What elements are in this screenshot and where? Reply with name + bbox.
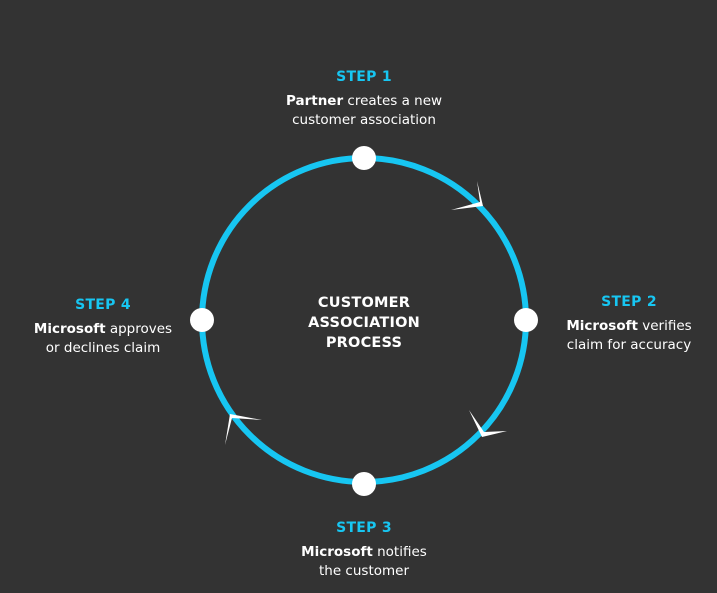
step-2: STEP 2 Microsoft verifies claim for accu… <box>560 293 698 355</box>
step-description-line: Microsoft notifies <box>274 543 454 562</box>
step-description: Microsoft notifies the customer <box>274 543 454 581</box>
step-title: STEP 4 <box>75 297 131 313</box>
step-description: Microsoft verifies claim for accuracy <box>560 317 698 355</box>
step-description-line: Microsoft verifies <box>560 317 698 336</box>
step-description-line: Partner creates a new <box>264 92 464 111</box>
step-description-line: customer association <box>292 112 436 128</box>
step-action: notifies <box>372 544 427 560</box>
step-3: STEP 3 Microsoft notifies the customer <box>274 519 454 581</box>
step-description: Partner creates a new customer associati… <box>264 92 464 130</box>
step-description-line: or declines claim <box>45 340 161 356</box>
step-title: STEP 3 <box>336 520 392 536</box>
step-description-line: claim for accuracy <box>566 337 692 353</box>
step-action: approves <box>105 321 173 337</box>
step-actor: Microsoft <box>33 321 106 337</box>
step-actor: Partner <box>285 93 344 109</box>
step-actor: Microsoft <box>566 318 638 334</box>
step-description-line: Microsoft approves <box>26 320 180 339</box>
step-title: STEP 2 <box>601 294 657 310</box>
step-description-line: the customer <box>318 563 410 579</box>
node-step-1 <box>352 146 376 170</box>
center-label: CUSTOMER ASSOCIATION PROCESS <box>284 293 444 353</box>
node-step-3 <box>352 472 376 496</box>
center-label-line: CUSTOMER <box>317 295 411 311</box>
step-action: verifies <box>637 318 692 334</box>
flow-arrow-icon <box>469 410 507 437</box>
step-action: creates a new <box>343 93 443 109</box>
step-1: STEP 1 Partner creates a new customer as… <box>264 68 464 130</box>
step-title: STEP 1 <box>336 69 392 85</box>
center-label-line: PROCESS <box>325 335 403 351</box>
node-step-2 <box>514 308 538 332</box>
step-actor: Microsoft <box>301 544 373 560</box>
node-step-4 <box>190 308 214 332</box>
center-label-line: ASSOCIATION <box>308 315 420 331</box>
step-4: STEP 4 Microsoft approves or declines cl… <box>26 296 180 358</box>
step-description: Microsoft approves or declines claim <box>26 320 180 358</box>
